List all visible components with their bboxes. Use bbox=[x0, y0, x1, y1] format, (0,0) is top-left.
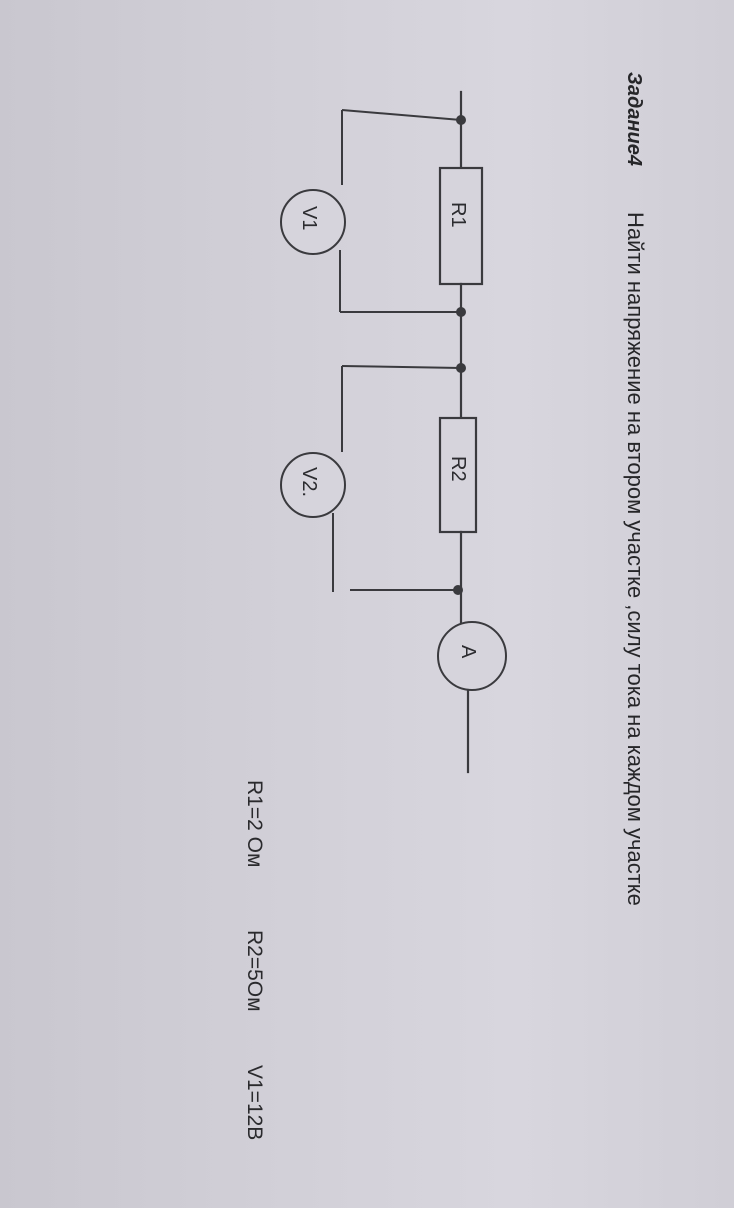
task-number: Задание4 bbox=[623, 72, 645, 166]
ammeter-label: A bbox=[457, 645, 479, 659]
voltmeter-v2 bbox=[280, 452, 346, 518]
resistor-r2-label: R2 bbox=[447, 456, 469, 482]
v1-lead-top bbox=[341, 109, 462, 121]
voltmeter-v1 bbox=[280, 189, 346, 255]
task-heading: Задание4 Найти напряжение на втором учас… bbox=[623, 72, 648, 906]
resistor-r2 bbox=[438, 416, 478, 534]
ammeter bbox=[437, 621, 507, 691]
voltmeter-v2-label: V2. bbox=[298, 467, 320, 497]
voltmeter-v1-label: V1 bbox=[298, 206, 320, 230]
given-r2: R2=5Ом bbox=[243, 930, 266, 1012]
given-values: R1=2 Ом R2=5Ом V1=12В bbox=[243, 780, 266, 1140]
given-r1: R1=2 Ом bbox=[243, 780, 266, 867]
task-text: Найти напряжение на втором участке ,силу… bbox=[623, 212, 648, 906]
v2-lead-top bbox=[341, 365, 462, 369]
resistor-r1-label: R1 bbox=[447, 202, 469, 228]
given-v1: V1=12В bbox=[243, 1065, 266, 1140]
